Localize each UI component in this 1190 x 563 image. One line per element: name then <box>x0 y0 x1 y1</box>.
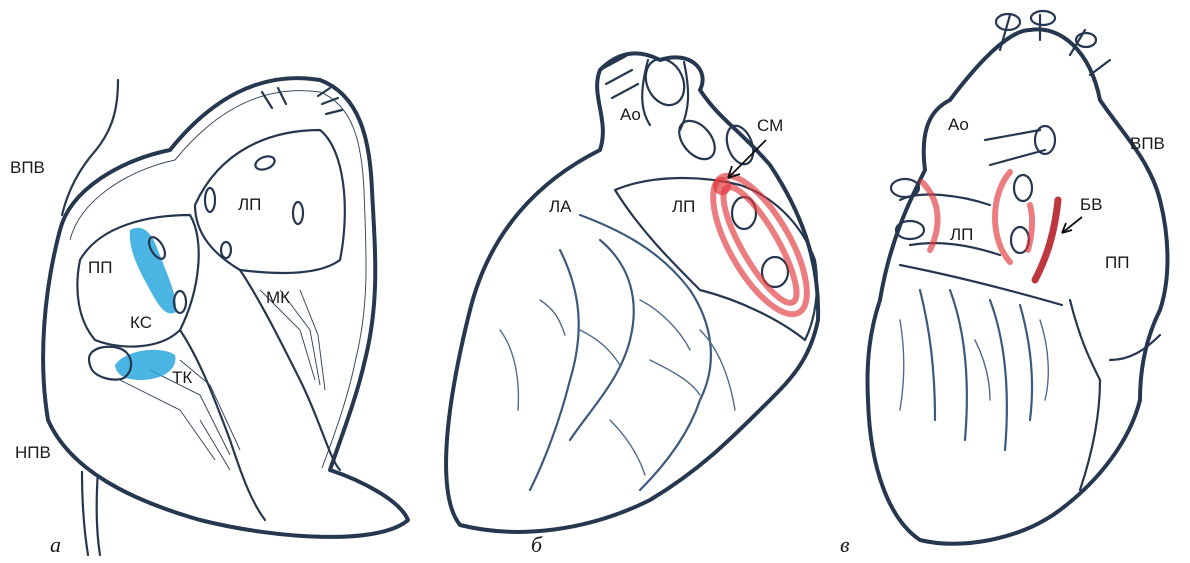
label-right-atrium: ПП <box>1105 253 1129 272</box>
panel-c-heart-posterior-view: Ао ВПВ ЛП БВ ПП в <box>840 11 1168 557</box>
label-aorta: Ао <box>620 105 641 124</box>
label-right-atrium: ПП <box>88 258 112 277</box>
label-left-atrium: ЛП <box>672 197 695 216</box>
label-svc: ВПВ <box>10 158 45 177</box>
label-left-atrium: ЛП <box>950 225 973 244</box>
panel-letter-b: б <box>531 532 543 557</box>
label-left-atrium: ЛП <box>238 195 261 214</box>
panel-a-heart-cross-section: ВПВ НПВ ПП ЛП КС ТК МК а <box>10 78 408 557</box>
label-aorta: Ао <box>948 115 969 134</box>
label-bachmann-bundle: БВ <box>1080 195 1103 214</box>
label-ligament-of-marshall: СМ <box>757 116 783 135</box>
label-coronary-sinus: КС <box>130 313 152 332</box>
panel-letter-c: в <box>840 532 850 557</box>
label-tricuspid-valve: ТК <box>172 368 192 387</box>
label-ivc: НПВ <box>15 443 51 462</box>
panel-b-heart-posterior-view: Ао ЛА ЛП СМ б <box>446 53 825 557</box>
label-svc: ВПВ <box>1130 134 1165 153</box>
panel-letter-a: а <box>50 532 61 557</box>
label-pulmonary-artery: ЛА <box>549 197 572 216</box>
label-mitral-valve: МК <box>266 288 290 307</box>
